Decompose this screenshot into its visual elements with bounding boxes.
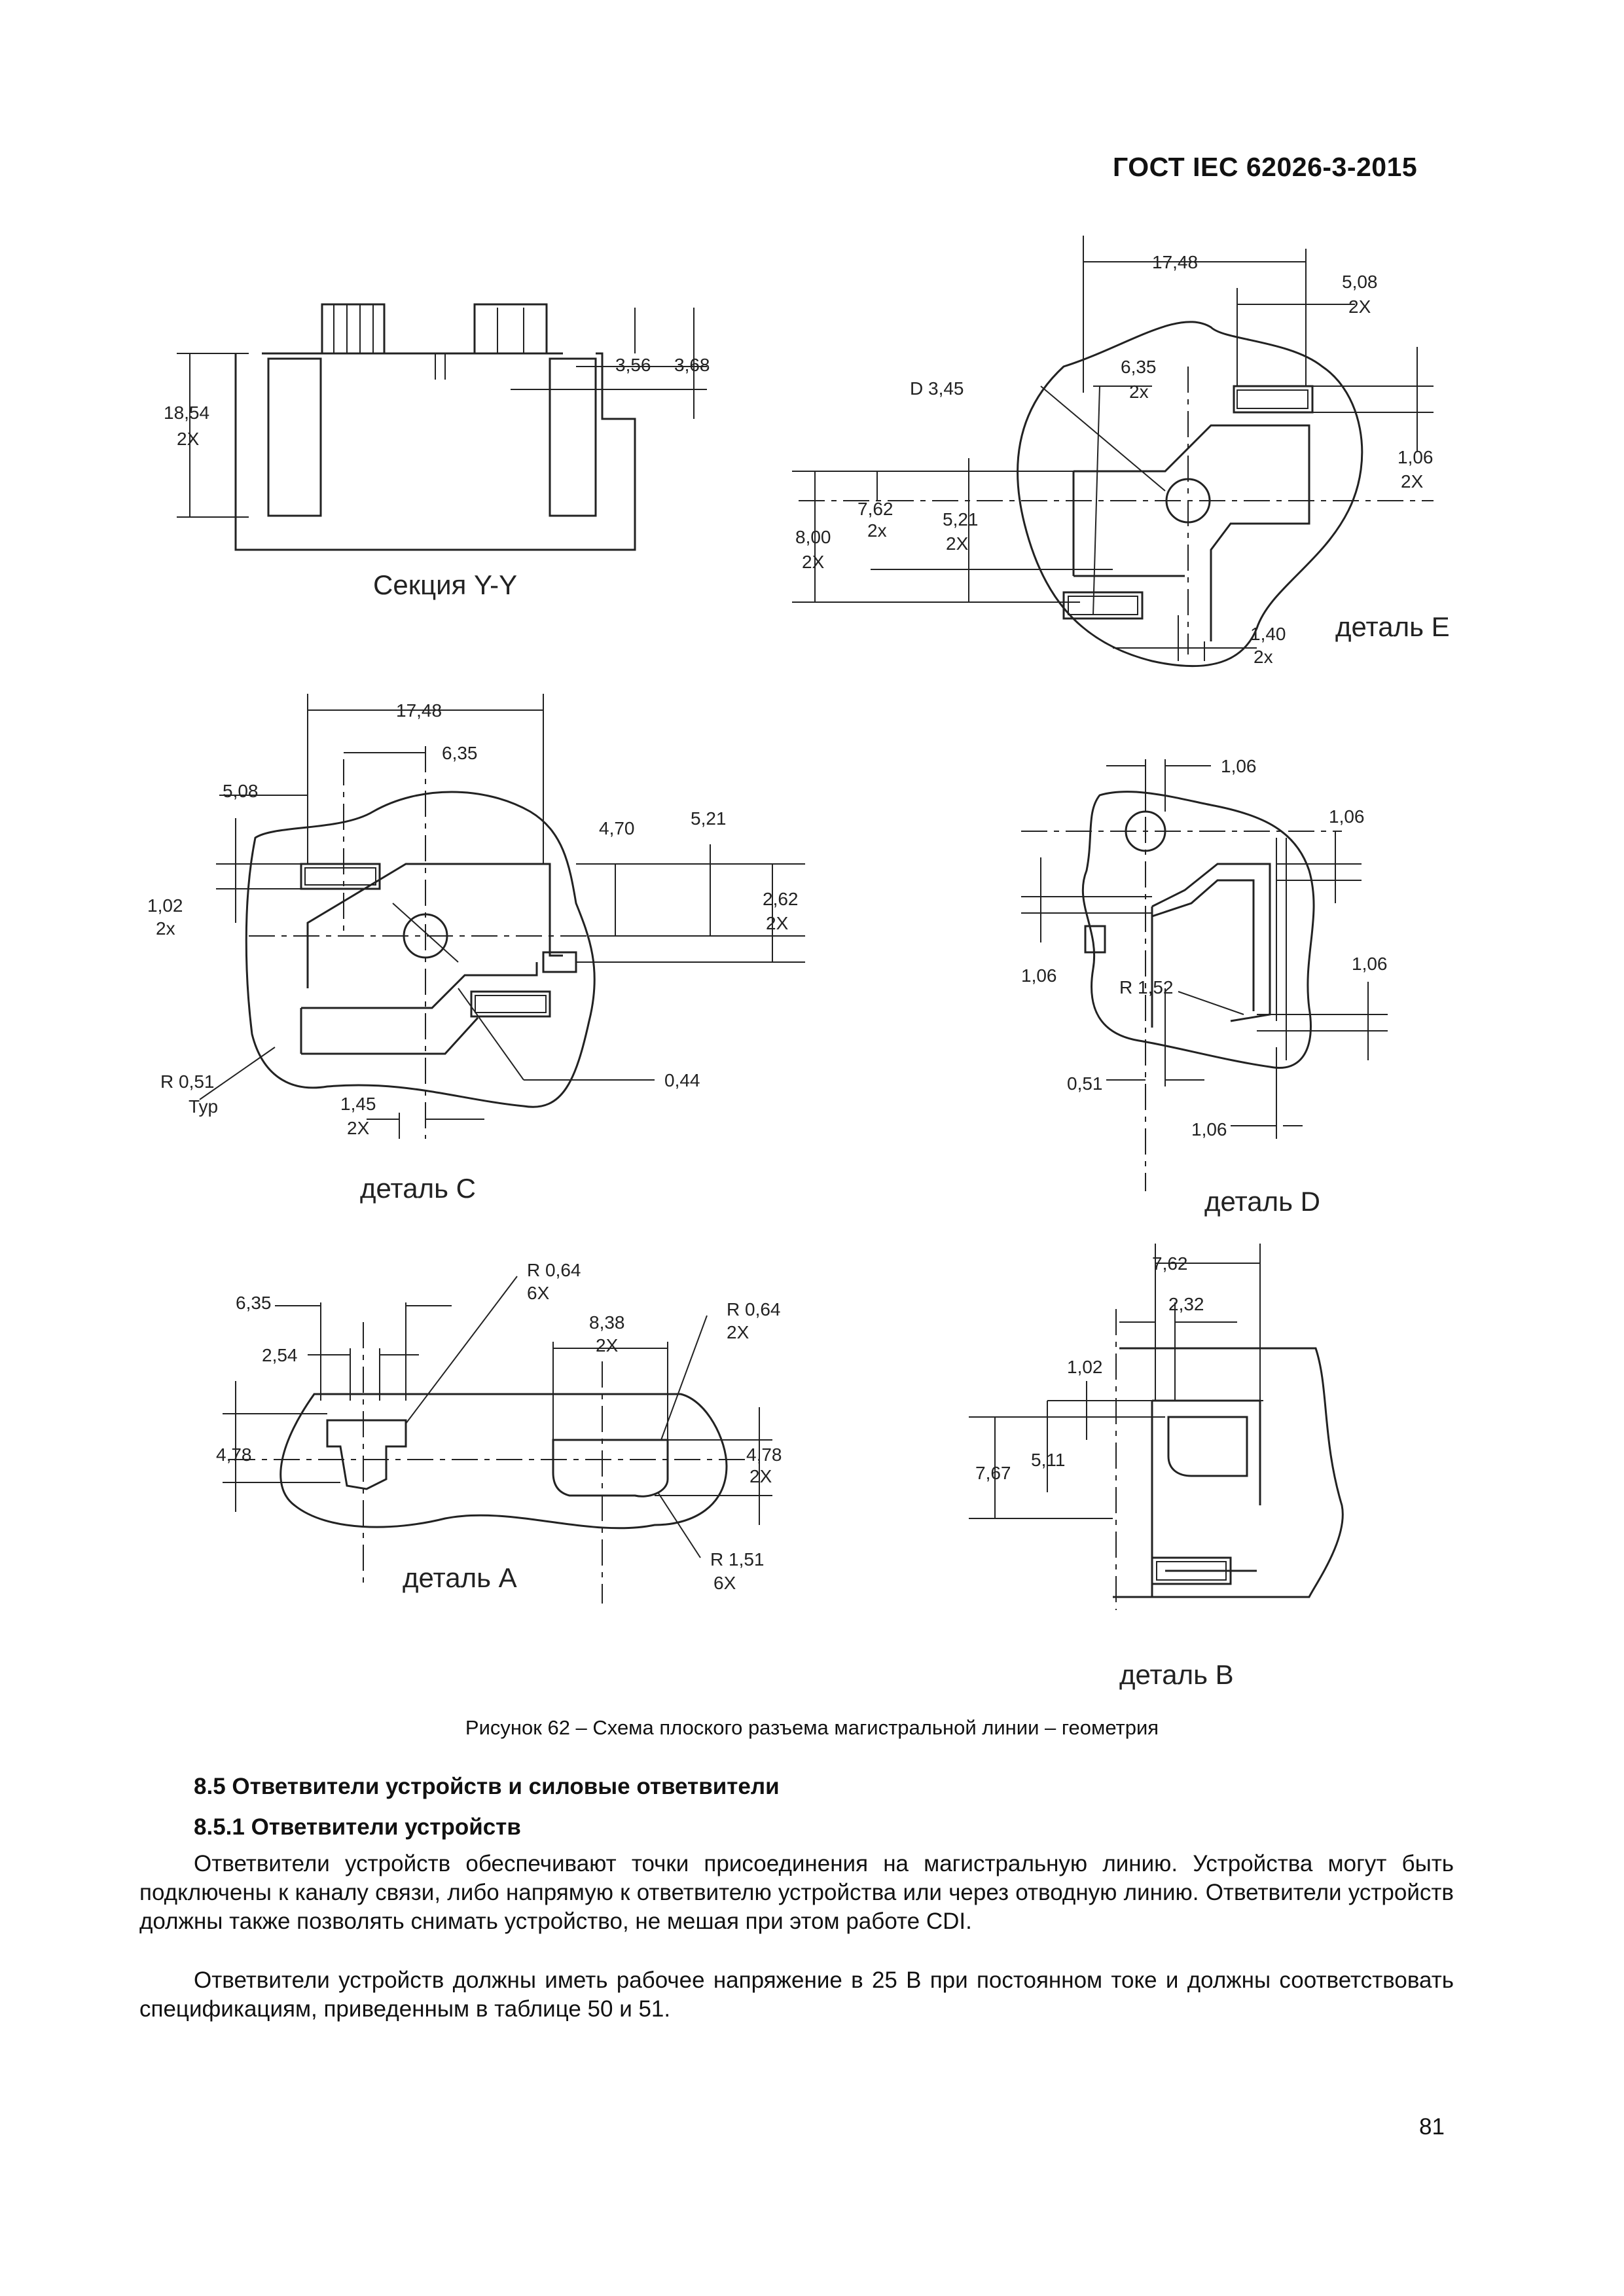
connector-geometry-figure: 18,54 2X 3,56 3,68 Секция Y-Y <box>147 236 1450 1690</box>
dim-text: 2X <box>749 1466 772 1486</box>
dim-text: 3,56 <box>615 355 651 375</box>
dim-text: 2X <box>1401 471 1424 492</box>
document-header: ГОСТ IEC 62026-3-2015 <box>1113 152 1418 182</box>
dim-text: 1,06 <box>1398 447 1434 467</box>
dim-text: R 0,64 <box>527 1260 581 1280</box>
dim-text: 1,02 <box>1067 1357 1103 1377</box>
detail-c-title: деталь C <box>360 1173 476 1204</box>
dim-text: 1,06 <box>1329 806 1365 827</box>
dim-text: 2X <box>802 552 825 572</box>
dim-text: R 1,52 <box>1119 977 1174 997</box>
dim-text: 5,21 <box>691 808 727 829</box>
dim-text: R 0,64 <box>727 1299 781 1319</box>
dim-text: 8,00 <box>795 527 831 547</box>
dim-text: 1,06 <box>1021 965 1057 986</box>
figure-caption: Рисунок 62 – Схема плоского разъема маги… <box>465 1716 1159 1739</box>
dim-text: 2X <box>766 913 789 933</box>
dim-text: 2X <box>946 533 969 554</box>
detail-d: 1,06 1,06 1,06 R 1,52 1,06 0,51 1,06 дет… <box>1021 756 1388 1217</box>
detail-a: 6,35 2,54 R 0,64 6X 8,38 2X R 0,64 2X 4,… <box>216 1260 782 1604</box>
dim-text: 1,45 <box>340 1094 376 1114</box>
dim-text: 2,32 <box>1168 1294 1204 1314</box>
dim-text: 6,35 <box>236 1293 272 1313</box>
section-heading: 8.5 Ответвители устройств и силовые отве… <box>194 1774 780 1799</box>
detail-c: 17,48 6,35 5,08 1,02 2x 4,70 5,21 2,62 2… <box>147 694 805 1204</box>
dim-text: 1,40 <box>1250 624 1286 644</box>
dim-text: R 1,51 <box>710 1549 765 1570</box>
dim-text: 6X <box>713 1573 736 1593</box>
dim-text: 5,21 <box>943 509 979 529</box>
dim-text: 4,70 <box>599 818 635 838</box>
dim-text: 7,62 <box>1152 1253 1188 1274</box>
dim-text: 2x <box>1254 647 1273 667</box>
dim-text: 2,54 <box>262 1345 298 1365</box>
dim-text: 4,78 <box>216 1444 252 1465</box>
subsection-heading: 8.5.1 Ответвители устройств <box>194 1814 521 1840</box>
dim-text: R 0,51 <box>160 1071 215 1092</box>
detail-e-title: деталь E <box>1335 611 1450 642</box>
dim-text: 2X <box>596 1335 619 1355</box>
dim-text: 1,02 <box>147 895 183 916</box>
dim-text: Typ <box>189 1096 218 1117</box>
dim-text: 1,06 <box>1352 954 1388 974</box>
dim-text: 0,44 <box>664 1070 700 1090</box>
dim-text: 6,35 <box>1121 357 1157 377</box>
section-yy: 18,54 2X 3,56 3,68 Секция Y-Y <box>164 303 710 600</box>
dim-text: 2X <box>727 1322 749 1342</box>
dim-text: 0,51 <box>1067 1073 1103 1094</box>
detail-d-title: деталь D <box>1204 1186 1320 1217</box>
dim-text: 2,62 <box>763 889 799 909</box>
dim-text: 2X <box>347 1118 370 1138</box>
dim-text: 7,67 <box>975 1463 1011 1483</box>
dim-text: 17,48 <box>396 700 442 721</box>
dim-text: 2X <box>1348 296 1371 317</box>
detail-a-title: деталь A <box>403 1562 517 1593</box>
dim-text: 8,38 <box>589 1312 625 1333</box>
dim-text: 6X <box>527 1283 550 1303</box>
dim-text: 2X <box>177 429 200 449</box>
paragraph: Ответвители устройств обеспечивают точки… <box>139 1851 1454 1934</box>
detail-e: 17,48 5,08 2X 6,35 2x D 3,45 1,06 2X 7,6… <box>792 236 1450 668</box>
dim-text: 17,48 <box>1152 252 1198 272</box>
dim-text: 1,06 <box>1191 1119 1227 1139</box>
detail-b-title: деталь B <box>1119 1659 1234 1690</box>
dim-text: 2x <box>867 520 887 541</box>
section-yy-title: Секция Y-Y <box>373 569 517 600</box>
paragraph: Ответвители устройств должны иметь рабоч… <box>139 1967 1454 2022</box>
page-number: 81 <box>1419 2114 1445 2140</box>
dim-text: 7,62 <box>857 499 893 519</box>
dim-text: 5,08 <box>223 781 259 801</box>
dim-text: 4,78 <box>746 1444 782 1465</box>
detail-b: 7,62 2,32 1,02 7,67 5,11 деталь B <box>969 1244 1344 1690</box>
dim-text: 3,68 <box>674 355 710 375</box>
dim-text: 1,06 <box>1221 756 1257 776</box>
dim-text: 5,11 <box>1031 1450 1065 1470</box>
dim-text: 6,35 <box>442 743 478 763</box>
dim-text: D 3,45 <box>910 378 964 399</box>
dim-text: 5,08 <box>1342 272 1378 292</box>
dim-text: 18,54 <box>164 403 209 423</box>
dim-text: 2x <box>1129 382 1149 402</box>
dim-text: 2x <box>156 918 175 939</box>
